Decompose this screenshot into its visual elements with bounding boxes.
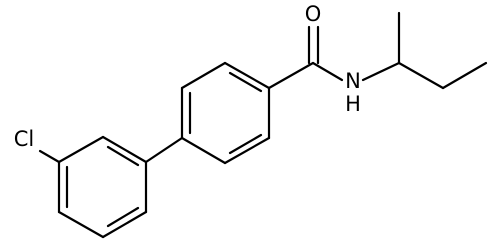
atom-label-cl: Cl (14, 127, 35, 151)
double-bond-inner (106, 145, 140, 167)
bond (180, 136, 227, 165)
chlorophenyl-ring (57, 135, 148, 239)
atom-label-n: N (345, 69, 361, 93)
bond (223, 61, 271, 90)
bond (180, 61, 227, 90)
bond-c-n (311, 61, 344, 82)
bond-ch-ch2 (397, 61, 445, 90)
bond (101, 210, 148, 239)
biaryl-bond (144, 136, 184, 164)
bond (57, 210, 105, 239)
bond-ring-carbonyl (267, 61, 315, 90)
double-bond-inner (106, 206, 140, 228)
phenylene-ring (180, 61, 271, 165)
bond-c-cl (38, 149, 61, 164)
double-bond-inner (228, 133, 263, 155)
atom-label-h: H (345, 92, 361, 116)
atom-label-o: O (305, 2, 322, 26)
bond-n-ch (361, 61, 401, 82)
bond-ch2-ch3 (441, 61, 488, 90)
bond (101, 135, 148, 164)
double-bond-inner (228, 71, 263, 93)
bond (57, 135, 105, 164)
bond (223, 136, 271, 165)
